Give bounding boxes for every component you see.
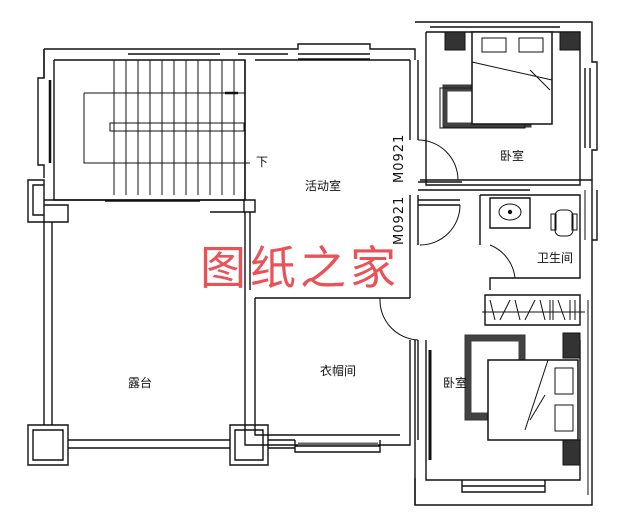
room-label-activity: 活动室 (305, 179, 342, 193)
room-label-terrace: 露台 (128, 376, 153, 390)
stair-wall-outer (43, 48, 288, 201)
door-code-upper: M0921 (392, 133, 407, 183)
room-label-bathroom: 卫生间 (537, 251, 574, 265)
room-label-bedroom-top: 卧室 (500, 149, 525, 163)
bed-bottom (464, 332, 581, 466)
room-label-bedroom-bottom: 卧室 (443, 376, 468, 390)
watermark: 图纸之家 (200, 241, 400, 295)
bed-top (439, 31, 581, 129)
stair-treads (83, 60, 250, 195)
room-label-cloakroom: 衣帽间 (320, 364, 357, 378)
stair-direction-label: 下 (256, 155, 269, 169)
